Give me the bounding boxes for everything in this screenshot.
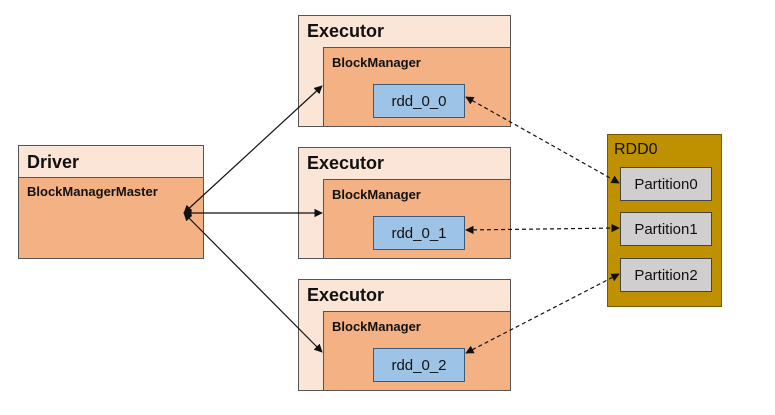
executor-title-2: Executor [307,285,385,305]
driver-executor-0-arrow [183,85,323,214]
partition-2: Partition2 [620,258,712,292]
driver-title: Driver [27,152,80,172]
executor-box-0: Executor BlockManager rdd_0_0 [298,15,511,127]
rdd-title: RDD0 [614,141,658,158]
rdd-block-1: rdd_0_1 [373,216,465,250]
block-2-partition-2-link [465,273,620,354]
rdd-box: RDD0 Partition0 Partition1 Partition2 [607,134,722,307]
block-1-partition-1-link [465,223,620,235]
executor-title-1: Executor [307,153,385,173]
block-manager-box-0: BlockManager rdd_0_0 [323,47,511,127]
rdd-block-0: rdd_0_0 [373,84,465,118]
block-manager-label-2: BlockManager [332,319,421,334]
executor-title-0: Executor [307,21,385,41]
rdd-block-2: rdd_0_2 [373,348,465,382]
block-manager-label-0: BlockManager [332,55,421,70]
partition-1: Partition1 [620,212,712,246]
driver-box: Driver BlockManagerMaster [18,145,204,259]
block-manager-box-1: BlockManager rdd_0_1 [323,179,511,259]
block-manager-label-1: BlockManager [332,187,421,202]
partition-0: Partition0 [620,167,712,201]
block-manager-master-box: BlockManagerMaster [18,177,204,259]
block-0-partition-0-link [465,96,620,184]
block-manager-master-label: BlockManagerMaster [27,184,158,199]
driver-executor-2-arrow [183,212,323,353]
